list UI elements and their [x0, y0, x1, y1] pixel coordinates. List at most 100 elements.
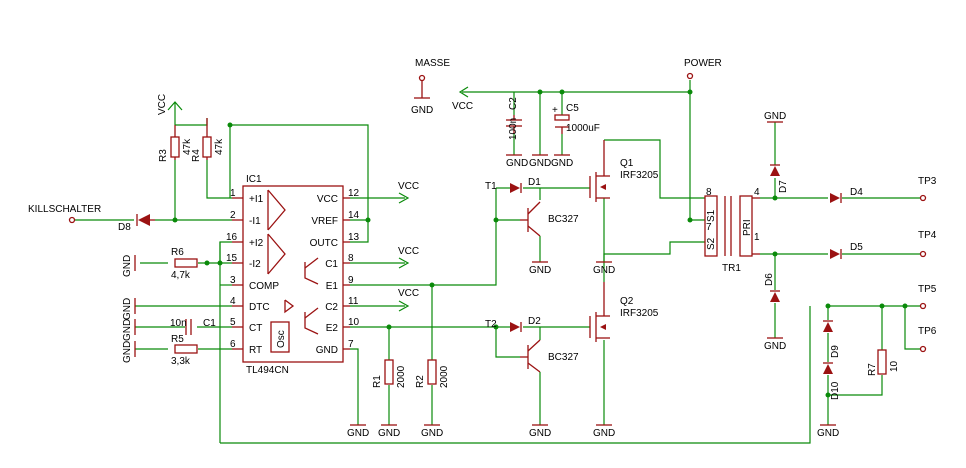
mosfet-q2-part: IRF3205: [620, 308, 659, 319]
resistor-r5: [174, 344, 198, 354]
supply-symbols: VCC VCC VCC VCC VCC MASSE GND POWER KILL…: [28, 58, 937, 439]
mosfet-q1-part: IRF3205: [620, 170, 659, 181]
resistor-r2-value: 2000: [439, 365, 450, 388]
resistor-r3-ref: R3: [158, 149, 169, 162]
ic-pin-number: 11: [348, 296, 359, 307]
testpoint-tp5: TP5: [918, 284, 937, 295]
gnd-label: GND: [593, 428, 615, 439]
resistor-r7-value: 10: [889, 360, 900, 372]
power-label: POWER: [684, 58, 722, 69]
capacitor-c5-ref: C5: [566, 103, 579, 114]
resistor-r1: [384, 359, 394, 385]
ic-pin-number: 12: [348, 188, 360, 199]
ic-pin-number: 2: [230, 210, 236, 221]
capacitor-c2-value: 100n: [508, 118, 519, 140]
ic-pin-name: E2: [326, 323, 339, 334]
diode-d2-label: D2: [528, 316, 541, 327]
masse-label: MASSE: [415, 58, 450, 69]
ic-pin-number: 10: [348, 317, 360, 328]
ic-right-pins: 12 14 13 8 9 11 10 7 VCC VREF OUTC C1 E1…: [310, 188, 360, 356]
gnd-label: GND: [122, 255, 133, 277]
transformer-pin: 1: [754, 232, 760, 243]
ic-part: TL494CN: [246, 365, 289, 376]
transformer-s2: S2: [706, 237, 717, 250]
gnd-label: GND: [529, 428, 551, 439]
diode-d5-label: D5: [850, 242, 863, 253]
resistor-r6-value: 4,7k: [171, 270, 191, 281]
ic-pin-name: DTC: [249, 302, 270, 313]
capacitors: 10n C1 C2 100n + C5 1000uF: [170, 97, 600, 335]
ic-pin-name: +I1: [249, 194, 264, 205]
gnd-label: GND: [764, 111, 786, 122]
gnd-label: GND: [529, 265, 551, 276]
capacitor-c1-value: 10n: [170, 318, 187, 329]
testpoint-tp4: TP4: [918, 230, 937, 241]
ic-pin-number: 3: [230, 275, 236, 286]
ic-pin-number: 9: [348, 275, 354, 286]
ic-pin-name: RT: [249, 345, 262, 356]
ic-pin-name: C2: [325, 302, 338, 313]
ic-pin-number: 13: [348, 232, 360, 243]
resistor-r7: [877, 349, 887, 375]
diode-d9-label: D9: [830, 345, 841, 358]
gnd-symbols: GND GND GND GND GND GND GND GND GND GND …: [122, 111, 839, 439]
resistor-r2-ref: R2: [415, 375, 426, 388]
mosfet-q1-ref: Q1: [620, 158, 634, 169]
resistor-r4-value: 47k: [214, 138, 225, 155]
vcc-label: VCC: [452, 101, 473, 112]
ic-pin-name: COMP: [249, 281, 279, 292]
resistor-r3: [170, 136, 180, 158]
gnd-label: GND: [122, 319, 133, 341]
resistor-r6: [174, 258, 198, 268]
transistor-t1-label: BC327: [548, 214, 579, 225]
resistor-r1-value: 2000: [396, 365, 407, 388]
ic-tl494: IC1 TL494CN 1 2 16 15 3 4 5 6 +I1 -I1 +I…: [226, 174, 360, 376]
testpoint-tp6: TP6: [918, 326, 937, 337]
ic-pin-number: 15: [226, 253, 238, 264]
diode-d6-label: D6: [764, 273, 775, 286]
gnd-label: GND: [378, 428, 400, 439]
ic-pin-name: VCC: [317, 194, 338, 205]
gnd-label: GND: [764, 341, 786, 352]
ic-pin-name: E1: [326, 281, 339, 292]
ic-left-pins: 1 2 16 15 3 4 5 6 +I1 -I1 +I2 -I2 COMP D…: [226, 188, 279, 356]
resistor-r7-ref: R7: [867, 363, 878, 376]
transformer-pin: 4: [754, 187, 760, 198]
ic-pin-number: 14: [348, 210, 360, 221]
gnd-label: GND: [122, 341, 133, 363]
ic-pin-name: +I2: [249, 238, 264, 249]
gnd-label: GND: [529, 158, 551, 169]
gnd-label: GND: [817, 428, 839, 439]
ic-pin-number: 1: [230, 188, 236, 199]
resistor-r4-ref: R4: [191, 149, 202, 162]
ic-pin-name: C1: [325, 259, 338, 270]
resistor-r4: [202, 136, 212, 158]
vcc-label: VCC: [398, 246, 419, 257]
ic-pin-name: CT: [249, 323, 262, 334]
gnd-label: GND: [421, 428, 443, 439]
transistors: BC327 T1 BC327 T2 Q1 IRF3205 Q2 IRF3205: [485, 140, 659, 373]
diode-d10-label: D10: [830, 381, 841, 400]
capacitor-c5-value: 1000uF: [566, 123, 600, 134]
test-points: TP3 TP4 TP5 TP6: [918, 176, 937, 353]
ic-osc-label: Osc: [276, 330, 287, 348]
transistor-t2-ref: T2: [485, 319, 497, 330]
ic-pin-number: 16: [226, 232, 238, 243]
resistor-r5-ref: R5: [171, 334, 184, 345]
gnd-label: GND: [347, 428, 369, 439]
resistor-r6-ref: R6: [171, 247, 184, 258]
capacitor-c1-ref: C1: [203, 318, 216, 329]
resistor-r2: [427, 359, 437, 385]
transformer-pin: 8: [706, 187, 712, 198]
resistor-r1-ref: R1: [372, 375, 383, 388]
resistors: R3 47k R4 47k R6 4,7k R5 3,3k R1 2000 R2…: [158, 118, 900, 388]
ic-pin-name: GND: [316, 345, 338, 356]
transformer-tr1: 8 7 4 1 S1 S2 PRI TR1: [704, 187, 760, 274]
ic-pin-number: 4: [230, 296, 236, 307]
ic-pin-number: 6: [230, 339, 236, 350]
diode-d1-label: D1: [528, 177, 541, 188]
transformer-pin: 7: [706, 222, 712, 233]
ic-pin-name: VREF: [311, 216, 338, 227]
resistor-r3-value: 47k: [182, 138, 193, 155]
